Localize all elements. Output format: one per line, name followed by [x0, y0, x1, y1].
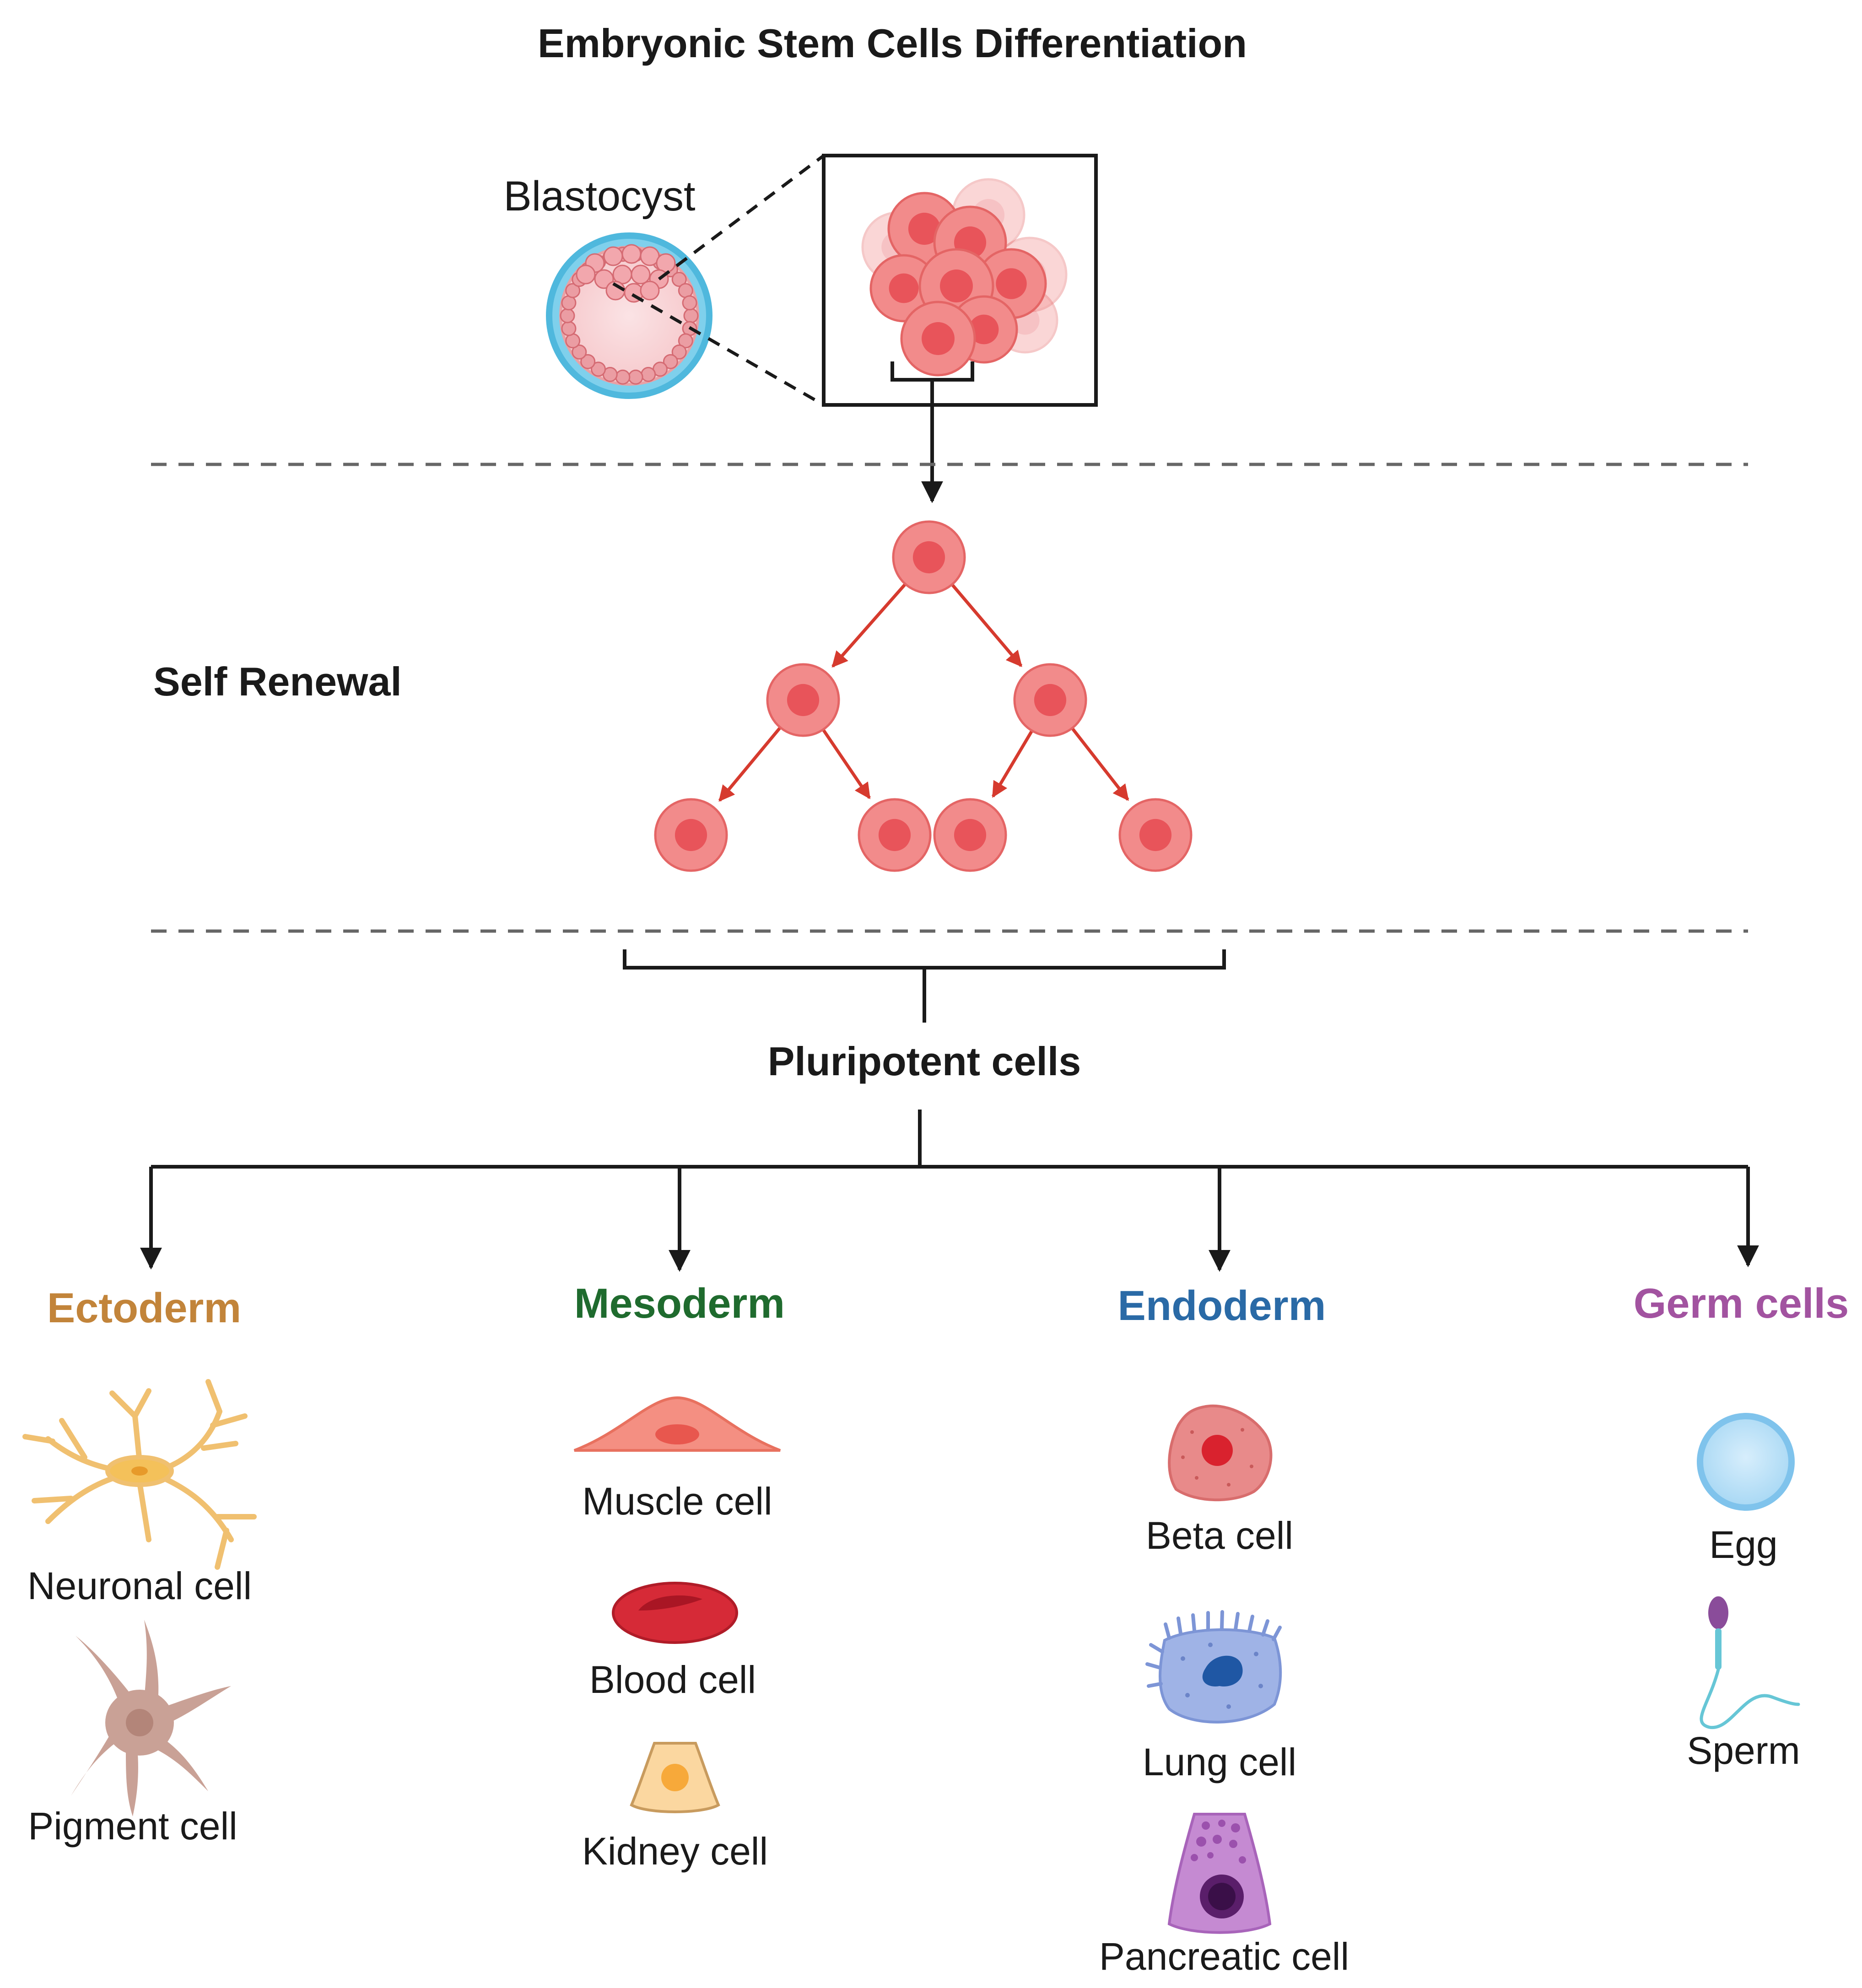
layer-heading-germ: Germ cells: [1634, 1280, 1849, 1327]
layer-heading-ectoderm: Ectoderm: [47, 1285, 241, 1331]
inner-mass-cell: [603, 246, 623, 266]
pancreatic-cell-icon: [1167, 1813, 1272, 1934]
trophoblast-cell: [560, 308, 575, 323]
cell-label-sperm: Sperm: [1687, 1729, 1800, 1772]
trophoblast-cell: [561, 321, 577, 336]
cell-label-kidney: Kidney cell: [582, 1830, 768, 1873]
blastocyst-label: Blastocyst: [503, 173, 695, 220]
self-renewal-label: Self Renewal: [153, 659, 402, 704]
trophoblast-cell: [683, 308, 699, 323]
zoom-line-bottom: [612, 282, 825, 407]
renewal-arrow: [950, 583, 1023, 667]
beta-cell-icon: [1168, 1404, 1273, 1502]
cluster-stem-cell: [900, 301, 976, 377]
pluripotent-label: Pluripotent cells: [768, 1039, 1081, 1084]
trophoblast-cell: [671, 272, 687, 287]
self-renewal-tree: [654, 520, 1193, 872]
neuron-icon: [22, 1379, 257, 1570]
trophoblast-cell: [615, 369, 631, 385]
inner-mass-cell: [631, 264, 651, 285]
renewal-bracket: [623, 949, 1226, 970]
renewal-arrow: [821, 728, 871, 799]
trophoblast-cell: [641, 366, 656, 382]
renewal-arrow: [991, 730, 1034, 798]
cell-label-pancreatic: Pancreatic cell: [1099, 1935, 1349, 1978]
blastocyst-group: Blastocyst: [503, 154, 1098, 503]
diagram-title: Embryonic Stem Cells Differentiation: [538, 21, 1247, 66]
renewal-stem-cell: [1013, 663, 1087, 737]
pigment-cell-icon: [71, 1620, 231, 1816]
egg-icon: [1697, 1413, 1795, 1511]
muscle-cell-icon: [573, 1396, 781, 1452]
trophoblast-cell: [663, 354, 678, 369]
renewal-stem-cell: [933, 798, 1007, 872]
zoom-line-top: [658, 154, 825, 280]
cluster-stem-cell: [869, 254, 938, 323]
inner-cell-mass: [576, 244, 676, 303]
cell-label-blood: Blood cell: [589, 1658, 756, 1701]
trophoblast-cell: [580, 354, 596, 369]
renewal-stem-cell: [1118, 798, 1193, 872]
renewal-arrow: [831, 583, 907, 668]
renewal-stem-cell: [892, 520, 966, 594]
layer-heading-endoderm: Endoderm: [1118, 1282, 1326, 1329]
cell-label-egg: Egg: [1709, 1523, 1777, 1566]
cell-label-pigment: Pigment cell: [28, 1805, 237, 1848]
blastocyst-icon: [546, 232, 712, 399]
trophoblast-cell: [565, 283, 581, 298]
inner-mass-cell: [640, 280, 660, 301]
trophoblast-cell: [591, 361, 606, 377]
cell-label-beta: Beta cell: [1146, 1514, 1293, 1557]
layer-heading-mesoderm: Mesoderm: [574, 1280, 785, 1327]
trophoblast-cell: [682, 295, 697, 311]
renewal-stem-cell: [858, 798, 932, 872]
trophoblast-cell: [678, 333, 693, 349]
sperm-icon: [1700, 1596, 1800, 1729]
renewal-stem-cell: [766, 663, 840, 737]
inner-mass-cell: [576, 264, 596, 285]
blood-cell-icon: [612, 1582, 738, 1644]
trophoblast-cell: [572, 344, 587, 360]
renewal-stem-cell: [654, 798, 728, 872]
trophoblast-cell: [628, 369, 643, 385]
cell-label-lung: Lung cell: [1143, 1740, 1296, 1783]
renewal-arrow: [1071, 727, 1129, 801]
cell-cluster: [861, 178, 1068, 377]
inner-mass-cell: [621, 244, 642, 264]
cell-label-neuronal: Neuronal cell: [27, 1564, 252, 1607]
cell-label-muscle: Muscle cell: [582, 1480, 772, 1523]
renewal-arrow: [718, 726, 782, 802]
trophoblast-cell: [671, 344, 687, 360]
lung-cell-icon: [1145, 1610, 1282, 1724]
kidney-cell-icon: [630, 1742, 720, 1813]
